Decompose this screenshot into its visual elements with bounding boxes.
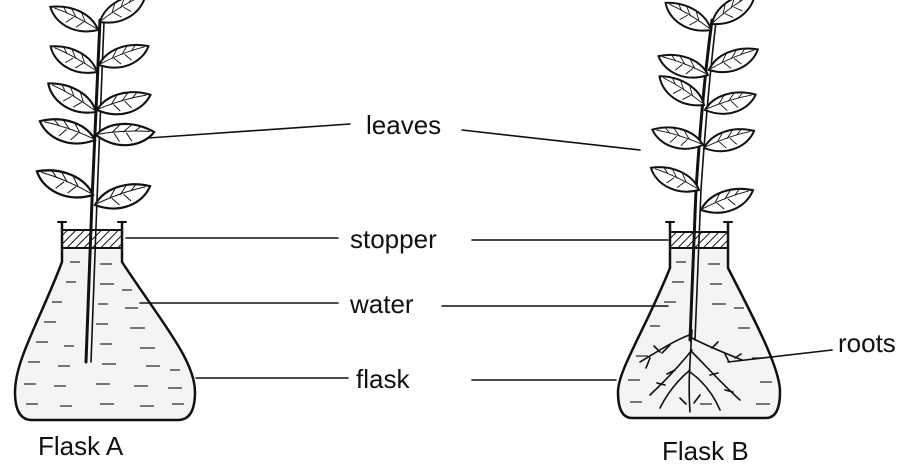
label-stopper-text: stopper [350, 224, 437, 254]
label-flask: flask [196, 364, 616, 394]
flask-b-caption: Flask B [662, 436, 749, 466]
label-roots-text: roots [838, 328, 896, 358]
label-stopper: stopper [126, 224, 668, 254]
label-water: water [140, 289, 668, 319]
flask-b: Flask B [618, 0, 780, 466]
flask-a-water [15, 248, 195, 420]
label-flask-text: flask [356, 364, 410, 394]
label-water-text: water [349, 289, 414, 319]
flask-b-water [618, 248, 780, 418]
label-leaves: leaves [148, 110, 640, 150]
flask-a-caption: Flask A [38, 431, 124, 461]
flask-a: Flask A [15, 0, 195, 461]
label-leaves-text: leaves [366, 110, 441, 140]
flask-b-leaves [647, 0, 761, 216]
